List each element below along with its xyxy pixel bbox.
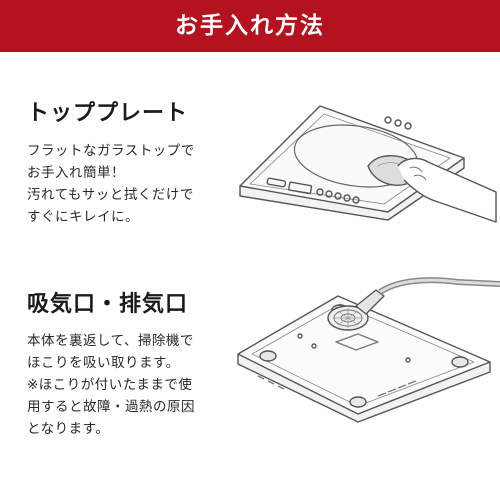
text-line: 用すると故障・過熱の原因 xyxy=(27,399,195,415)
text-line: となります。 xyxy=(27,421,110,437)
section-text-top-plate: フラットなガラストップで お手入れ簡単！ 汚れてもサッと拭くだけで すぐにキレイ… xyxy=(27,140,195,228)
text-line: ほこりを吸い取ります。 xyxy=(27,355,180,371)
header-banner: お手入れ方法 xyxy=(0,0,500,52)
text-line: ※ほこりが付いたままで使 xyxy=(27,377,193,393)
text-line: フラットなガラストップで xyxy=(27,143,195,159)
section-title-top-plate: トッププレート xyxy=(27,101,189,126)
section-title-vents: 吸気口・排気口 xyxy=(27,292,189,317)
text-line: 本体を裏返して、掃除機で xyxy=(27,333,194,349)
page-title: お手入れ方法 xyxy=(175,13,325,39)
section-text-vents: 本体を裏返して、掃除機で ほこりを吸い取ります。 ※ほこりが付いたままで使 用す… xyxy=(27,330,195,440)
text-line: お手入れ簡単！ xyxy=(27,165,125,181)
text-line: 汚れてもサッと拭くだけで xyxy=(27,187,194,203)
cooktop-underside-vacuum-illustration xyxy=(237,277,500,423)
text-line: すぐにキレイに。 xyxy=(27,209,139,225)
cooktop-wiping-illustration xyxy=(239,105,497,223)
